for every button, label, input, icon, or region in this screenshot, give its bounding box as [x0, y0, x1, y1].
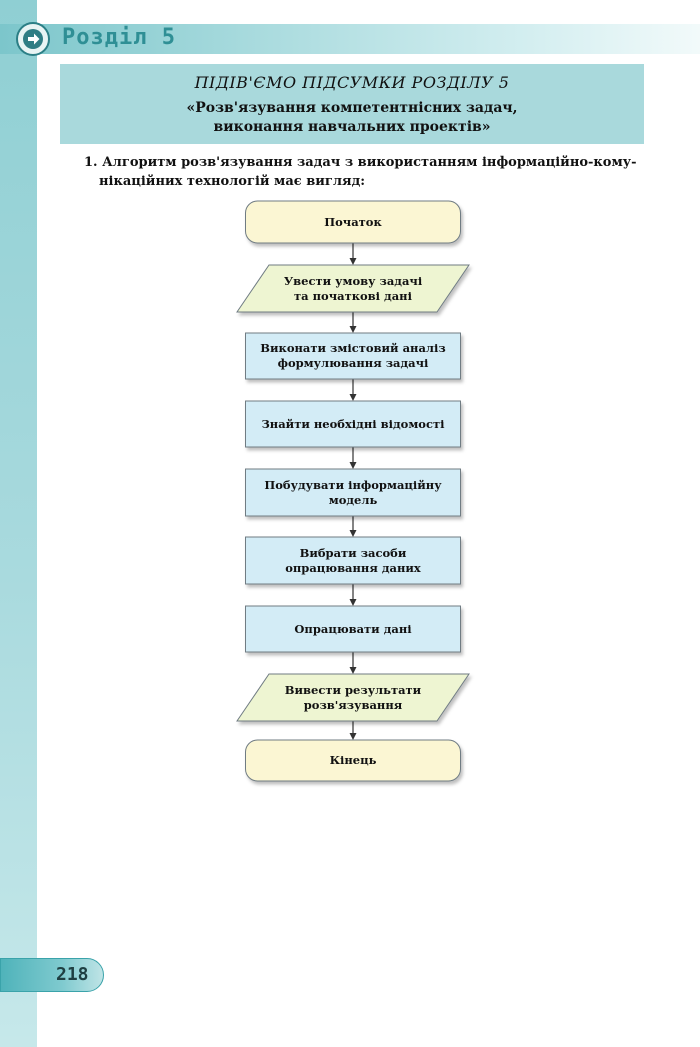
item-1-text: 1. Алгоритм розв'язування задач з викори…: [84, 155, 637, 189]
flow-terminal: [245, 200, 461, 244]
chapter-bar: [0, 24, 700, 54]
summary-subtitle-line1: «Розв'язування компетентнісних задач,: [186, 100, 518, 116]
flow-arrowhead: [349, 326, 357, 333]
page-number: 218: [56, 964, 89, 985]
flow-io: [236, 673, 470, 722]
flow-arrowhead: [349, 733, 357, 740]
flow-arrowhead: [349, 667, 357, 674]
flow-node-label: Увести умову задачі та початкові дані: [283, 273, 423, 303]
flow-node-label: Кінець: [329, 753, 377, 767]
side-band: [0, 0, 37, 1047]
flow-process: [245, 536, 461, 585]
flow-arrowhead: [349, 258, 357, 265]
flow-node-label: Побудувати інформаційну модель: [264, 477, 442, 507]
flow-node-label: Вивести результати розв'язування: [284, 682, 422, 712]
flow-process: [245, 605, 461, 653]
flow-process: [245, 400, 461, 448]
flow-node-label: Вибрати засоби опрацювання даних: [285, 545, 421, 575]
flow-arrowhead: [349, 394, 357, 401]
page-number-tab: [0, 958, 104, 992]
flow-node-label: Опрацювати дані: [294, 621, 412, 636]
flow-node-label: Виконати змістовий аналіз формулювання з…: [260, 341, 446, 370]
summary-title: ПІДІВ'ЄМО ПІДСУМКИ РОЗДІЛУ 5: [194, 73, 510, 92]
flow-terminal: [245, 739, 461, 782]
flow-node-label: Початок: [324, 214, 382, 229]
flow-process: [245, 332, 461, 380]
chapter-title: Розділ 5: [62, 25, 176, 50]
flow-node-label: Знайти необхідні відомості: [261, 416, 445, 431]
summary-subtitle: «Розв'язування компетентнісних задач, ви…: [60, 99, 644, 137]
summary-box: ПІДІВ'ЄМО ПІДСУМКИ РОЗДІЛУ 5 «Розв'язува…: [60, 64, 644, 144]
summary-subtitle-line2: виконання навчальних проектів»: [213, 119, 491, 135]
arrow-right-icon: [16, 22, 50, 56]
flow-io: [236, 264, 470, 313]
flow-arrowhead: [349, 599, 357, 606]
flow-arrowhead: [349, 462, 357, 469]
flow-arrowhead: [349, 530, 357, 537]
flow-process: [245, 468, 461, 517]
